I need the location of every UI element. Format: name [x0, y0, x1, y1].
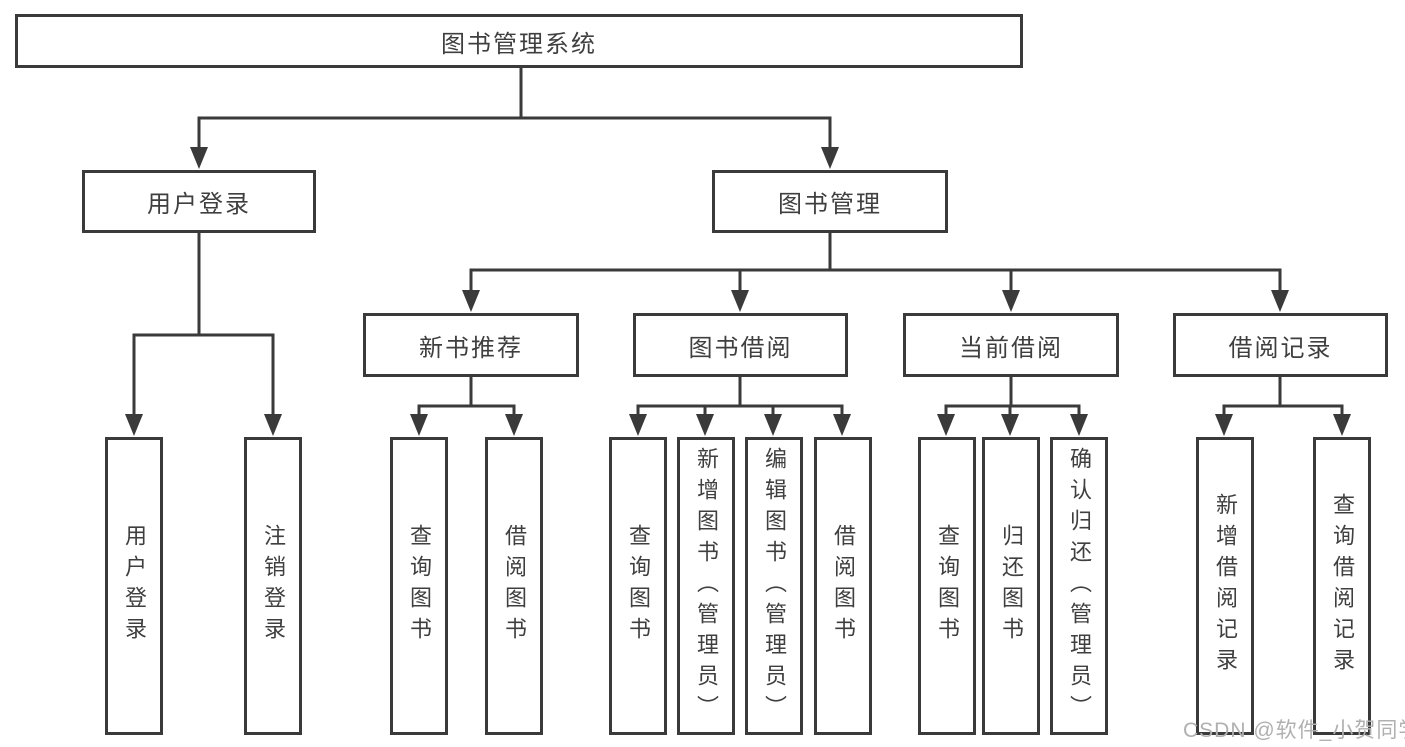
leaf-borrow-books: 借阅图书	[814, 437, 872, 735]
book-borrowing-connectors	[629, 377, 851, 436]
leaf-label: 确认归还（管理员）	[1067, 446, 1092, 726]
leaf-user-login: 用户登录	[105, 437, 163, 735]
leaf-query-borrow-record: 查询借阅记录	[1313, 437, 1371, 735]
leaf-query-books-borrowing: 查询图书	[609, 437, 667, 735]
leaf-label: 查询图书	[626, 524, 651, 648]
leaf-query-books-recommend: 查询图书	[390, 437, 448, 735]
node-label: 图书借阅	[688, 334, 793, 362]
leaf-label: 借阅图书	[831, 524, 856, 648]
leaf-label: 编辑图书（管理员）	[762, 446, 787, 726]
borrowing-records-connectors	[1215, 377, 1351, 436]
leaf-label: 用户登录	[122, 524, 147, 648]
node-book-borrowing: 图书借阅	[633, 313, 848, 377]
leaf-query-books-current: 查询图书	[918, 437, 976, 735]
leaf-return-book: 归还图书	[982, 437, 1040, 735]
node-library-management-system: 图书管理系统	[15, 14, 1023, 68]
leaf-add-book-admin: 新增图书（管理员）	[677, 437, 735, 735]
leaf-label: 归还图书	[999, 524, 1024, 648]
user-login-connectors	[125, 233, 282, 436]
leaf-label: 查询借阅记录	[1330, 493, 1355, 679]
node-borrowing-records: 借阅记录	[1173, 313, 1388, 377]
leaf-label: 新增图书（管理员）	[694, 446, 719, 726]
node-new-book-recommend: 新书推荐	[363, 313, 579, 377]
leaf-label: 借阅图书	[502, 524, 527, 648]
leaf-confirm-return-admin: 确认归还（管理员）	[1050, 437, 1108, 735]
leaf-label: 新增借阅记录	[1213, 493, 1238, 679]
leaf-label: 查询图书	[935, 524, 960, 648]
csdn-watermark: CSDN @软件_小贺同学	[1183, 719, 1405, 742]
node-label: 借阅记录	[1228, 334, 1333, 362]
leaf-add-borrow-record: 新增借阅记录	[1196, 437, 1254, 735]
node-label: 图书管理系统	[441, 30, 597, 58]
new-book-recommend-connectors	[410, 377, 523, 436]
node-label: 用户登录	[147, 191, 251, 218]
node-label: 当前借阅	[959, 334, 1063, 362]
node-current-borrowing: 当前借阅	[903, 313, 1119, 377]
node-user-login: 用户登录	[82, 170, 316, 233]
leaf-label: 注销登录	[261, 524, 286, 648]
root-connectors	[190, 68, 839, 169]
node-label: 图书管理	[778, 191, 882, 218]
book-management-connectors	[462, 233, 1289, 312]
leaf-label: 查询图书	[407, 524, 432, 648]
leaf-edit-book-admin: 编辑图书（管理员）	[745, 437, 803, 735]
leaf-logout: 注销登录	[244, 437, 302, 735]
current-borrowing-connectors	[937, 377, 1088, 436]
node-label: 新书推荐	[419, 334, 523, 362]
leaf-borrow-books-recommend: 借阅图书	[485, 437, 543, 735]
node-book-management: 图书管理	[712, 170, 948, 233]
